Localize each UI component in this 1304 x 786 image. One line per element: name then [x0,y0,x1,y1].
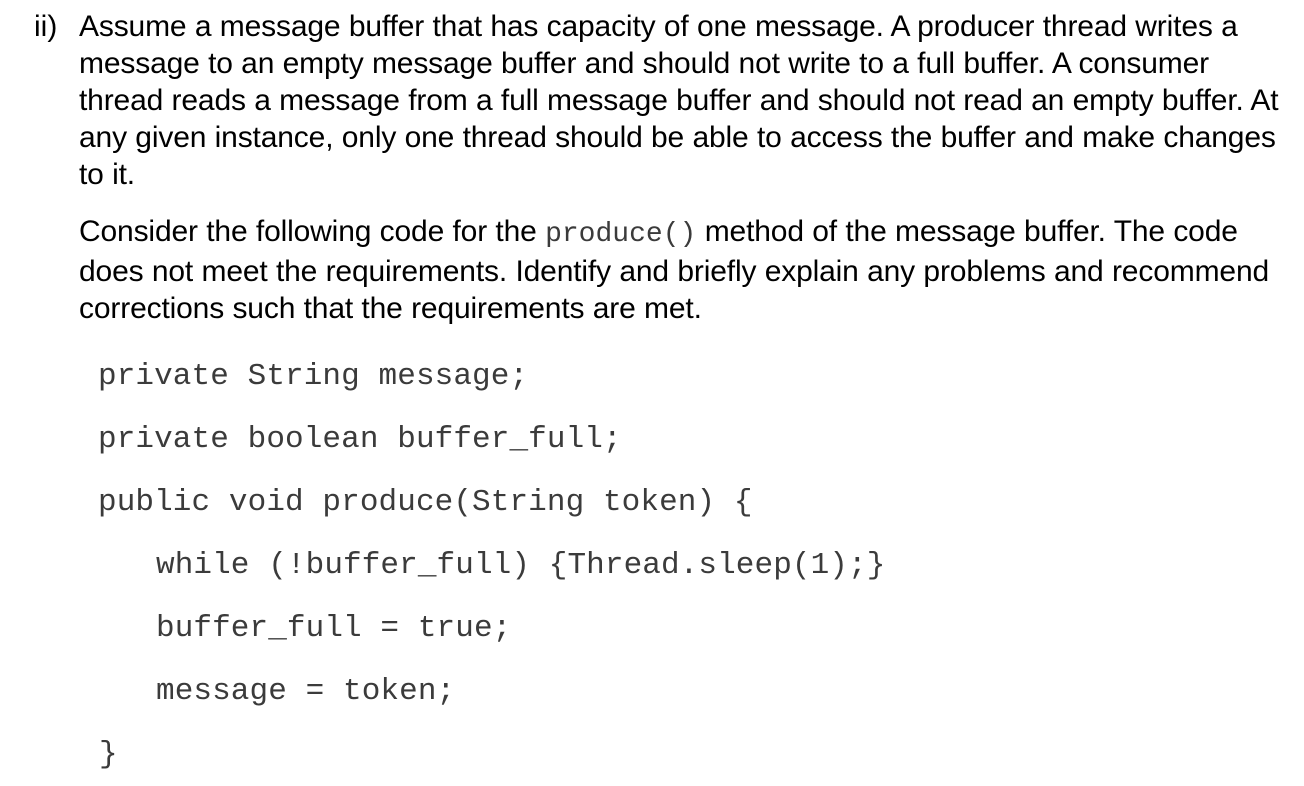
code-line: buffer_full = true; [156,611,512,646]
inline-code-produce-method: produce() [545,219,697,250]
question-paragraph-2: Consider the following code for the prod… [79,213,1290,327]
code-line: private boolean buffer_full; [98,422,622,457]
code-line: while (!buffer_full) {Thread.sleep(1);} [156,548,886,583]
paragraph-2-text-before: Consider the following code for the [79,215,546,248]
question-row: ii) Assume a message buffer that has cap… [34,8,1290,327]
question-body: Assume a message buffer that has capacit… [79,8,1290,327]
code-line: private String message; [98,359,529,394]
question-paragraph-1: Assume a message buffer that has capacit… [79,10,1279,191]
paragraph-2-text-after: method of the message buffer. The code d… [79,215,1270,325]
code-line: } [99,737,118,772]
code-line: public void produce(String token) { [98,485,753,520]
question-block: ii) Assume a message buffer that has cap… [34,8,1290,327]
code-listing: private String message; private boolean … [98,345,1198,786]
code-line: message = token; [156,674,456,709]
question-number-marker: ii) [34,10,58,43]
